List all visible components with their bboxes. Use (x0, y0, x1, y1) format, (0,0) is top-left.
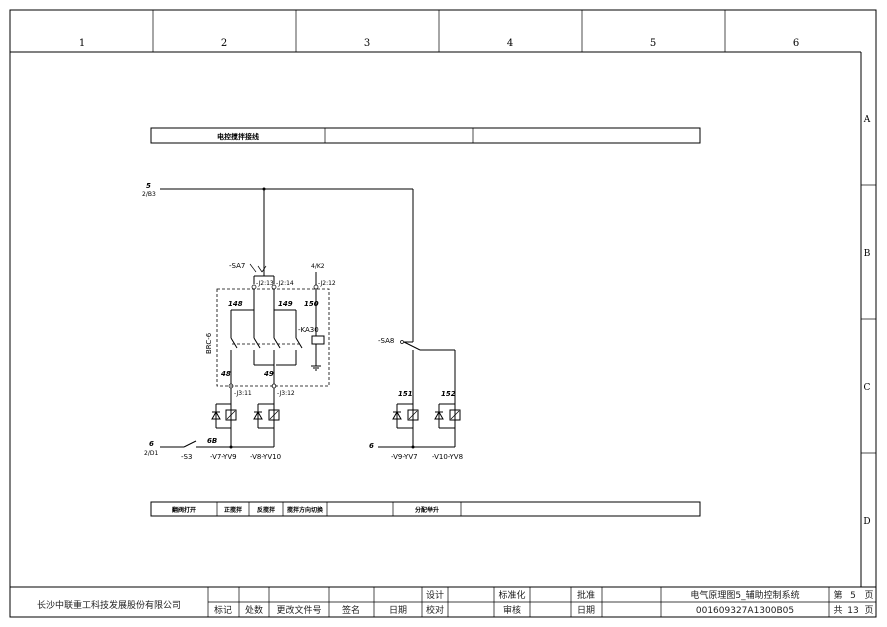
sheet-unit: 页 (864, 590, 873, 601)
column-marker: 3 (364, 38, 370, 49)
brc6-module-box (216, 288, 330, 387)
label-4k2: 4/K2 (311, 263, 325, 270)
ref-6-left-sub: 2/D1 (144, 450, 158, 457)
ref-5-sub: 2/B3 (142, 191, 156, 198)
diode (211, 410, 221, 420)
wire-148: 148 (228, 300, 243, 308)
bottom-table-cell: 搅拌方向切换 (287, 506, 324, 514)
top-table-title: 电控搅拌接线 (217, 132, 259, 141)
outer-border (9, 9, 877, 618)
diode (392, 410, 402, 420)
wire-49: 49 (264, 370, 274, 378)
label-v8: -V8-YV10 (250, 453, 281, 461)
ref-6-right: 6 (369, 442, 374, 450)
tb-review: 审核 (503, 604, 521, 616)
terminal-label: -J2:14 (276, 280, 294, 287)
terminal-label: -J2:13 (256, 280, 274, 287)
wire-150: 150 (304, 300, 319, 308)
label-brc6: BRC-6 (205, 332, 213, 354)
column-marker: 6 (793, 38, 799, 49)
total-number: 13 (847, 606, 858, 616)
label-v7: -V7-YV9 (210, 453, 237, 461)
diode (434, 410, 444, 420)
tb-count: 处数 (245, 604, 263, 616)
drawing-number: 001609327A1300B05 (696, 606, 794, 616)
bottom-table-cell: 翻阀打开 (171, 506, 196, 514)
drawing-frame (9, 9, 877, 618)
tb-standard: 标准化 (498, 589, 525, 601)
company-name: 长沙中联重工科技发展股份有限公司 (37, 599, 181, 611)
row-marker: A (863, 115, 871, 125)
column-marker: 1 (79, 38, 85, 49)
solenoid-coil (449, 409, 461, 421)
label-sa7: -SA7 (229, 262, 245, 270)
wire-152: 152 (441, 390, 456, 398)
label-sa8: -SA8 (378, 337, 394, 345)
solenoid-coil (407, 409, 419, 421)
bottom-table-cell: 反搅拌 (257, 506, 275, 514)
bottom-table-cell: 正搅拌 (224, 506, 242, 514)
tb-date2: 日期 (577, 605, 595, 616)
label-s3: -S3 (181, 453, 192, 461)
tb-design: 设计 (426, 589, 444, 601)
sheet-number: 5 (850, 591, 856, 601)
tb-date: 日期 (389, 605, 407, 616)
tb-mark: 标记 (214, 604, 232, 616)
schematic-labels: 5 2/B3 6 2/D1 6 -SA7 4/K2 -J2:13 -J2:14 … (142, 182, 463, 461)
terminal-label: -J2:12 (318, 280, 336, 287)
total-unit: 页 (864, 605, 873, 616)
bottom-function-table: 翻阀打开 正搅拌 反搅拌 搅拌方向切换 分配举升 (150, 501, 701, 517)
label-ka30: -KA30 (298, 326, 319, 334)
row-markers: A B C D (863, 115, 871, 527)
column-marker: 5 (650, 38, 656, 49)
wire-149: 149 (278, 300, 293, 308)
tb-sign: 签名 (342, 604, 360, 616)
title-block: 长沙中联重工科技发展股份有限公司 设计 标准化 批准 标记 处数 更改文件号 签… (10, 586, 876, 617)
wire-151: 151 (398, 390, 413, 398)
solenoid-coil (268, 409, 280, 421)
relay-coil-ka30 (311, 335, 325, 345)
row-marker: C (864, 383, 871, 393)
label-v10: -V10-YV8 (432, 453, 463, 461)
top-function-table: 电控搅拌接线 (150, 127, 701, 144)
solenoid-coil (225, 409, 237, 421)
terminal-label: -J3:12 (277, 390, 295, 397)
row-marker: D (863, 517, 870, 527)
ref-5: 5 (146, 182, 151, 190)
column-marker: 2 (221, 38, 227, 49)
row-marker: B (864, 249, 871, 259)
ref-6-left: 6 (149, 440, 154, 448)
label-v9: -V9-YV7 (391, 453, 418, 461)
schematic-wiring (160, 187, 461, 449)
drawing-title: 电气原理图5_辅助控制系统 (690, 589, 799, 601)
tb-approve: 批准 (577, 589, 595, 601)
diode (253, 410, 263, 420)
column-marker: 4 (507, 38, 513, 49)
bottom-table-cell: 分配举升 (415, 506, 439, 514)
column-markers: 1 2 3 4 5 6 (79, 38, 799, 49)
terminal-label: -J3:11 (234, 390, 252, 397)
wire-6b: 6B (207, 437, 217, 445)
sheet-label: 第 (833, 589, 842, 601)
tb-check: 校对 (426, 604, 444, 616)
total-label: 共 (833, 605, 842, 616)
wire-48: 48 (221, 370, 231, 378)
tb-doc: 更改文件号 (276, 604, 321, 616)
